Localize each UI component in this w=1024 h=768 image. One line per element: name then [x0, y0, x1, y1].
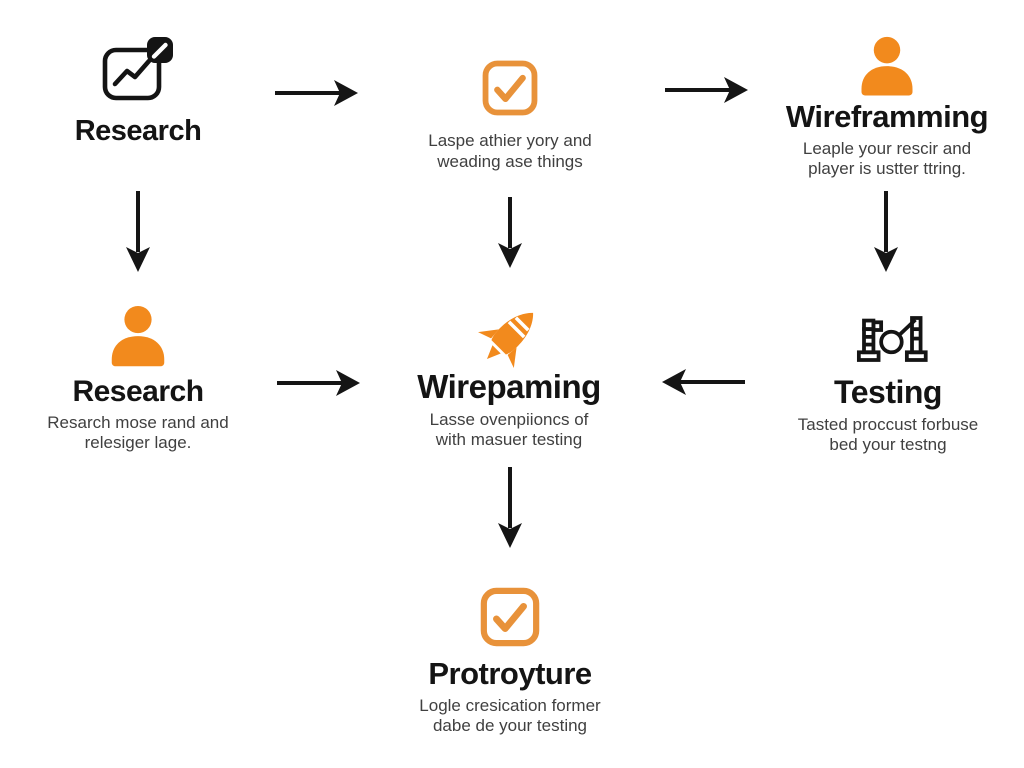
node-wirepaming: Wirepaming Lasse ovenpiioncs of with mas… [359, 300, 659, 451]
node-testing: Testing Tasted proccust forbuse bed your… [738, 312, 1024, 456]
arrow-wireframming-down [874, 191, 898, 272]
arrow-checklist-down [498, 197, 522, 268]
checkbox-icon [480, 587, 540, 647]
node-checklist-top: Laspe athier yory and weading ase things [360, 59, 660, 172]
node-title: Testing [834, 374, 942, 410]
node-title: Research [74, 115, 202, 147]
chart-edit-icon [102, 37, 173, 101]
node-description: Resarch mose rand and relesiger lage. [47, 412, 229, 453]
arrow-research-mid-to-wirepaming [277, 370, 360, 396]
checkbox-icon [482, 60, 538, 116]
node-protroyture: Protroyture Logle cresication former dab… [360, 586, 660, 737]
node-description: Leaple your rescir and player is ustter … [802, 138, 972, 179]
node-wireframming: Wireframming Leaple your rescir and play… [737, 35, 1024, 180]
node-title: Wireframming [785, 99, 989, 134]
node-title: Protroyture [428, 656, 592, 691]
testing-rig-icon [856, 316, 928, 362]
node-description: Tasted proccust forbuse bed your testng [797, 414, 979, 455]
arrow-research-top-down [126, 191, 150, 272]
node-description: Lasse ovenpiioncs of with masuer testing [429, 409, 589, 450]
arrow-testing-to-wirepaming [662, 369, 745, 395]
node-title: Wirepaming [417, 368, 601, 405]
person-icon [861, 36, 913, 96]
node-description: Logle cresication former dabe de your te… [419, 695, 601, 736]
node-research-top: Research [0, 34, 288, 146]
arrow-research-top-to-checklist [275, 80, 358, 106]
node-title: Research [72, 375, 204, 408]
rocket-icon [478, 312, 534, 368]
arrow-wirepaming-to-protroyture [498, 467, 522, 548]
arrow-checklist-to-wireframming [665, 77, 748, 103]
person-icon [111, 305, 165, 367]
node-research-mid: Research Resarch mose rand and relesiger… [0, 304, 288, 454]
node-description: Laspe athier yory and weading ase things [428, 131, 592, 171]
